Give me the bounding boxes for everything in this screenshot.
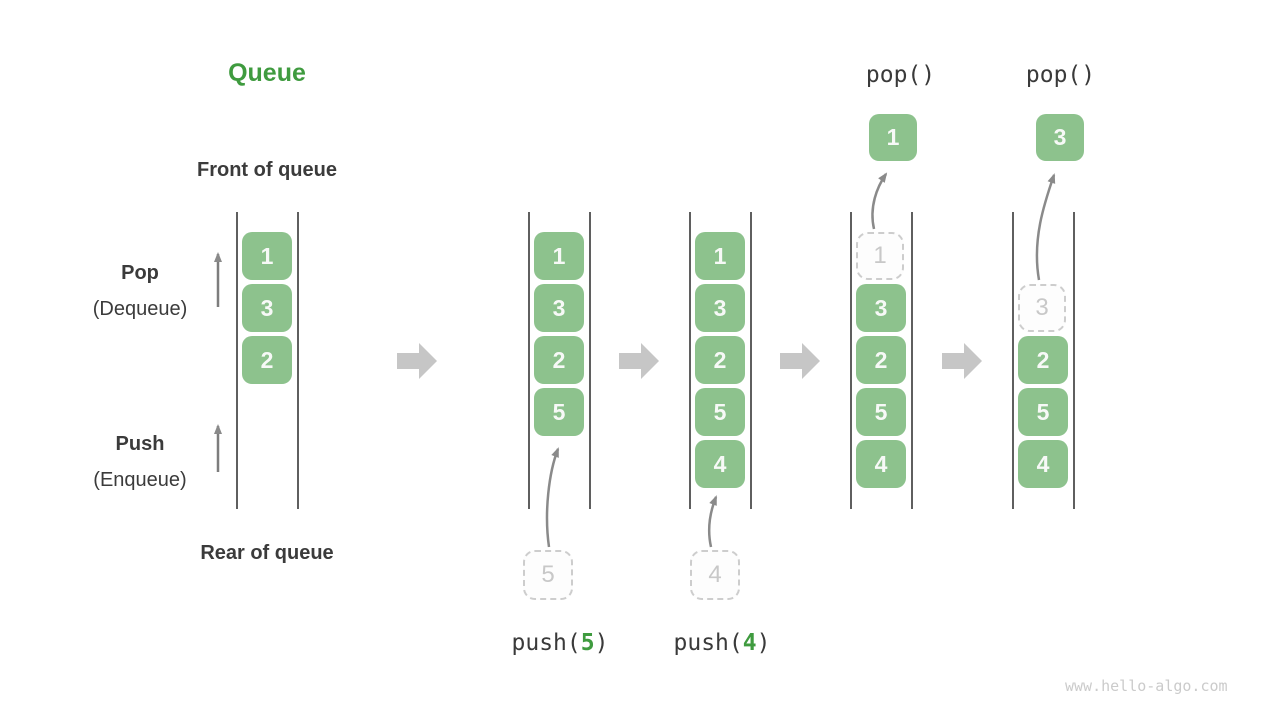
queue-cell: 5 — [856, 388, 906, 436]
call-fn: push( — [673, 630, 743, 656]
queue-cell: 2 — [534, 336, 584, 384]
flow-arrow-icon — [397, 343, 437, 379]
pop-operation-label: Pop (Dequeue) — [55, 255, 225, 327]
queue-cell: 5 — [695, 388, 745, 436]
call-fn: push( — [511, 630, 581, 656]
push-operation-alias: (Enqueue) — [93, 469, 187, 491]
pop-call-label: pop() — [865, 62, 936, 88]
flow-arrow-icon — [619, 343, 659, 379]
pop-operation-name: Pop — [121, 262, 159, 284]
queue-wall-left — [236, 212, 238, 509]
diagram-title: Queue — [228, 59, 306, 87]
call-arg: 4 — [742, 630, 757, 656]
queue-wall-right — [750, 212, 752, 509]
queue-cell: 2 — [1018, 336, 1068, 384]
push-4-arrow — [707, 495, 718, 548]
call-arg: 5 — [580, 630, 595, 656]
queue-cell: 4 — [695, 440, 745, 488]
queue-cell: 3 — [856, 284, 906, 332]
popped-element: 3 — [1036, 114, 1084, 161]
rear-of-queue-label: Rear of queue — [200, 542, 334, 564]
push-operation-label: Push (Enqueue) — [55, 426, 225, 498]
queue-cell: 1 — [242, 232, 292, 280]
queue-cell: 3 — [242, 284, 292, 332]
queue-wall-right — [1073, 212, 1075, 509]
queue-wall-right — [589, 212, 591, 509]
flow-arrow-icon — [780, 343, 820, 379]
queue-cell: 2 — [695, 336, 745, 384]
call-close: ) — [594, 630, 609, 656]
queue-wall-left — [1012, 212, 1014, 509]
pop-3-arrow — [1035, 173, 1056, 281]
pop-call-label: pop() — [1025, 62, 1096, 88]
queue-cell: 2 — [856, 336, 906, 384]
incoming-element-ghost: 5 — [523, 550, 573, 600]
queue-wall-left — [528, 212, 530, 509]
queue-wall-left — [850, 212, 852, 509]
incoming-element-ghost: 4 — [690, 550, 740, 600]
watermark: www.hello-algo.com — [1065, 677, 1228, 695]
queue-cell: 5 — [534, 388, 584, 436]
queue-wall-right — [911, 212, 913, 509]
front-of-queue-label: Front of queue — [197, 159, 337, 181]
queue-cell: 3 — [695, 284, 745, 332]
push-5-arrow — [545, 447, 560, 548]
queue-wall-left — [689, 212, 691, 509]
flow-arrow-icon — [942, 343, 982, 379]
popped-element: 1 — [869, 114, 917, 161]
queue-wall-right — [297, 212, 299, 509]
queue-cell: 4 — [1018, 440, 1068, 488]
removed-element-ghost: 3 — [1018, 284, 1066, 332]
push-operation-name: Push — [115, 433, 165, 455]
pop-operation-alias: (Dequeue) — [92, 298, 188, 320]
queue-cell: 4 — [856, 440, 906, 488]
pop-1-arrow — [871, 172, 888, 230]
queue-cell: 1 — [534, 232, 584, 280]
queue-cell: 3 — [534, 284, 584, 332]
queue-cell: 5 — [1018, 388, 1068, 436]
call-close: ) — [756, 630, 771, 656]
queue-cell: 2 — [242, 336, 292, 384]
push-4-call-label: push(4) — [642, 630, 802, 656]
push-5-call-label: push(5) — [480, 630, 640, 656]
removed-element-ghost: 1 — [856, 232, 904, 280]
queue-cell: 1 — [695, 232, 745, 280]
